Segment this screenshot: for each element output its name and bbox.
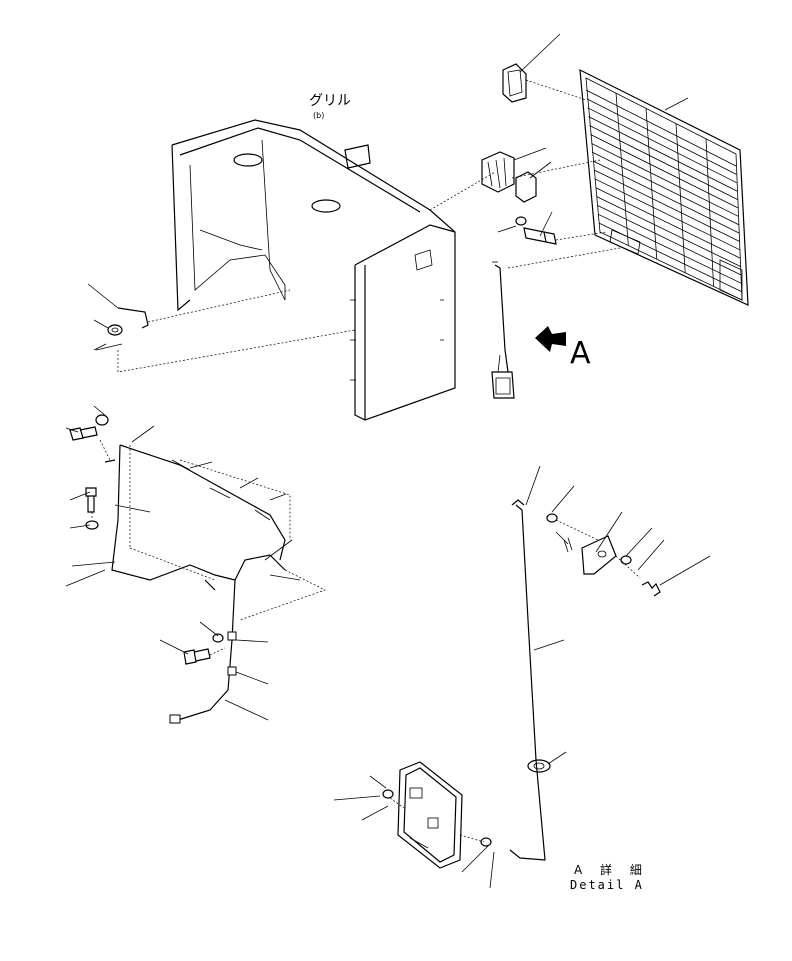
leader-line bbox=[235, 671, 269, 685]
grill-slats bbox=[585, 89, 742, 292]
leader-line bbox=[519, 33, 561, 73]
grill-slat bbox=[596, 196, 741, 267]
leader-line bbox=[131, 425, 155, 443]
leader-line bbox=[369, 775, 387, 789]
view-letter-label: A bbox=[570, 336, 591, 371]
left-mount-bracket bbox=[95, 307, 149, 351]
leader-line bbox=[461, 845, 489, 873]
single-hinge-bracket bbox=[515, 171, 537, 203]
double-hinge-bracket bbox=[481, 151, 515, 193]
grill-divider bbox=[645, 108, 658, 260]
grill-slat bbox=[591, 142, 739, 217]
grill-slat bbox=[590, 134, 739, 209]
leader-line bbox=[625, 527, 653, 557]
assembly-lines bbox=[91, 79, 641, 843]
hood-frame bbox=[171, 119, 456, 421]
leader-line bbox=[65, 569, 106, 587]
leader-line bbox=[595, 511, 623, 553]
leader-line bbox=[224, 699, 269, 721]
grill-slat bbox=[592, 160, 740, 234]
leader-line bbox=[199, 621, 219, 637]
leader-line bbox=[93, 343, 107, 351]
lever-plate bbox=[581, 535, 617, 575]
leader-line bbox=[533, 639, 565, 651]
detail-label-en: Detail A bbox=[570, 878, 644, 892]
grill-slat bbox=[598, 213, 742, 284]
leader-line bbox=[69, 524, 91, 529]
leader-line bbox=[529, 161, 552, 179]
leader-line bbox=[497, 225, 517, 233]
bolt-left-lower bbox=[183, 648, 211, 665]
controller-washer-left bbox=[382, 789, 394, 799]
control-rod bbox=[509, 499, 551, 861]
bolt-left-middle bbox=[85, 487, 97, 513]
grill-sublabel: (b) bbox=[313, 111, 325, 120]
radiator-grill bbox=[579, 68, 749, 306]
grill-slat bbox=[588, 116, 738, 192]
leader-lines bbox=[65, 33, 711, 889]
leader-line bbox=[69, 491, 91, 501]
washer-left-lower bbox=[212, 633, 224, 643]
leader-line bbox=[525, 465, 541, 506]
leader-line bbox=[333, 795, 381, 801]
view-arrow bbox=[535, 326, 566, 352]
grill-divider bbox=[675, 123, 686, 273]
leader-line bbox=[539, 211, 553, 237]
leader-line bbox=[551, 485, 575, 513]
leader-line bbox=[93, 405, 107, 417]
leader-line bbox=[659, 555, 711, 586]
detail-washer-right bbox=[620, 555, 632, 565]
grill-slat bbox=[595, 187, 741, 259]
controller-washer-right bbox=[480, 837, 492, 847]
grill-slat bbox=[597, 205, 742, 276]
leader-line bbox=[239, 477, 259, 489]
bolt-left-upper bbox=[69, 426, 98, 441]
grill-slat bbox=[594, 178, 740, 251]
detail-label-jp: A 詳 細 bbox=[574, 863, 649, 877]
leader-line bbox=[71, 561, 116, 567]
leader-line bbox=[513, 147, 547, 161]
washer-bolt-set bbox=[515, 216, 557, 245]
leader-line bbox=[547, 751, 567, 765]
leader-line bbox=[159, 639, 189, 655]
grill-slat bbox=[589, 125, 738, 200]
grill-divider bbox=[705, 138, 714, 287]
leader-line bbox=[87, 283, 119, 309]
washer-left-upper bbox=[95, 414, 109, 426]
leader-line bbox=[489, 851, 495, 889]
wiring-harness bbox=[104, 444, 286, 724]
grill-divider bbox=[615, 93, 629, 246]
leader-line bbox=[189, 461, 213, 469]
grill-slat bbox=[593, 169, 740, 242]
grill-stay-rod bbox=[491, 261, 515, 399]
washer-left-middle bbox=[85, 520, 99, 530]
upper-hinge-bracket bbox=[502, 63, 527, 103]
grill-slat bbox=[591, 151, 739, 225]
detail-cotter-pin bbox=[563, 537, 573, 553]
grill-slat bbox=[585, 89, 737, 167]
leader-line bbox=[93, 319, 109, 329]
leader-line bbox=[555, 531, 569, 545]
leader-line bbox=[361, 805, 389, 821]
leader-line bbox=[114, 504, 151, 513]
grill-slat bbox=[587, 107, 737, 184]
grill-label: グリル bbox=[309, 93, 351, 109]
leader-line bbox=[264, 539, 293, 561]
grill-slat bbox=[586, 98, 737, 175]
leader-line bbox=[65, 427, 79, 433]
leader-line bbox=[409, 837, 429, 849]
controller-box bbox=[397, 761, 463, 869]
leader-line bbox=[269, 574, 301, 581]
detail-washer-upper bbox=[546, 513, 558, 523]
leader-line bbox=[664, 97, 689, 111]
leader-line bbox=[269, 493, 287, 501]
detail-spring bbox=[641, 581, 661, 597]
leader-line bbox=[235, 639, 269, 643]
leader-line bbox=[637, 539, 665, 571]
leader-line bbox=[497, 354, 501, 373]
